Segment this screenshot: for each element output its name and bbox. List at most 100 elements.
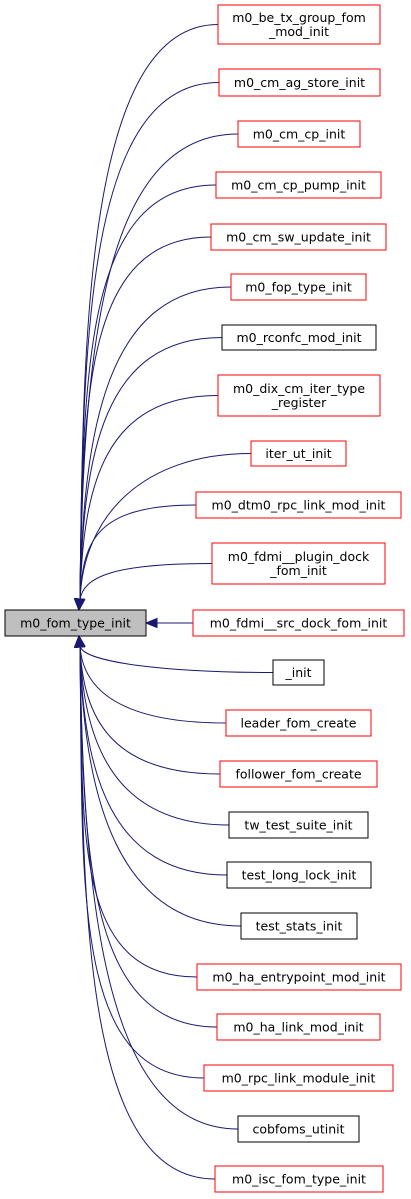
- node-m0-fop-type-init-box: [230, 273, 367, 301]
- node-m0-dtm0-rpc-link-mod-init[interactable]: m0_dtm0_rpc_link_mod_init: [195, 491, 402, 519]
- node-m0-ha-link-mod-init[interactable]: m0_ha_link_mod_init: [216, 1013, 381, 1041]
- nodes-layer: m0_fom_type_init m0_be_tx_group_fom_mod_i…: [4, 4, 405, 1193]
- node-m0-fdmi-src-dock-fom-init[interactable]: m0_fdmi__src_dock_fom_init: [192, 609, 405, 637]
- node-m0-ha-entrypoint-mod-init[interactable]: m0_ha_entrypoint_mod_init: [196, 963, 402, 991]
- node-m0-rpc-link-module-init-box: [203, 1064, 394, 1092]
- node-m0-ha-entrypoint-mod-init-label-line-1: m0_ha_entrypoint_mod_init: [212, 970, 385, 985]
- edge-iter-ut-init: [79, 453, 252, 601]
- edge-follower-fom-create: [79, 645, 221, 775]
- node-m0-isc-fom-type-init-box: [214, 1165, 384, 1193]
- node-m0-be-tx-group-fom-mod-init-label-line-2: _mod_init: [268, 24, 329, 39]
- edge-tw-test-suite-init: [79, 645, 230, 826]
- node-m0-dix-cm-iter-type-register-label-line-1: m0_dix_cm_iter_type: [233, 381, 365, 396]
- node-m0-rconfc-mod-init-label-line-1: m0_rconfc_mod_init: [237, 330, 362, 345]
- node-m0-ha-link-mod-init-label-line-1: m0_ha_link_mod_init: [233, 1020, 363, 1035]
- node-m0-rpc-link-module-init[interactable]: m0_rpc_link_module_init: [203, 1064, 394, 1092]
- arrowhead-m0-fdmi-plugin-dock-fom-init: [75, 597, 86, 612]
- node-m0-cm-ag-store-init-box: [218, 68, 381, 97]
- node-m0-fdmi-plugin-dock-fom-init-label-line-2: _fom_init: [269, 563, 327, 578]
- node-m0-cm-cp-pump-init[interactable]: m0_cm_cp_pump_init: [215, 171, 382, 199]
- node-m0-dix-cm-iter-type-register[interactable]: m0_dix_cm_iter_type_register: [217, 374, 381, 417]
- edge-init: [79, 645, 274, 673]
- node-m0-fdmi-src-dock-fom-init-box: [192, 609, 405, 637]
- edge-m0-cm-sw-update-init: [79, 236, 212, 601]
- edge-cobfoms-utinit: [79, 645, 239, 1130]
- node-cobfoms-utinit-box: [237, 1115, 360, 1143]
- arrowhead-m0-isc-fom-type-init: [73, 634, 85, 648]
- node-tw-test-suite-init[interactable]: tw_test_suite_init: [228, 811, 369, 839]
- node-m0-cm-sw-update-init[interactable]: m0_cm_sw_update_init: [210, 223, 387, 251]
- node-m0-ha-entrypoint-mod-init-box: [196, 963, 402, 991]
- node-leader-fom-create-box: [225, 709, 372, 737]
- node-test-stats-init[interactable]: test_stats_init: [240, 912, 358, 940]
- node-iter-ut-init[interactable]: iter_ut_init: [250, 440, 347, 467]
- edge-m0-fdmi-plugin-dock-fom-init: [79, 563, 213, 601]
- edge-m0-rpc-link-module-init: [79, 645, 205, 1079]
- node-test-stats-init-box: [240, 912, 358, 940]
- edge-m0-ha-entrypoint-mod-init: [79, 645, 198, 978]
- node-m0-fop-type-init-label-line-1: m0_fop_type_init: [245, 280, 352, 295]
- node-m0-be-tx-group-fom-mod-init-label-line-1: m0_be_tx_group_fom: [232, 10, 366, 25]
- node-root-m0-fom-type-init[interactable]: m0_fom_type_init: [4, 609, 147, 637]
- edge-m0-isc-fom-type-init: [79, 645, 216, 1180]
- node-m0-isc-fom-type-init[interactable]: m0_isc_fom_type_init: [214, 1165, 384, 1193]
- node-m0-dix-cm-iter-type-register-label-line-2: _register: [271, 395, 327, 410]
- node-m0-fdmi-src-dock-fom-init-label-line-1: m0_fdmi__src_dock_fom_init: [210, 616, 388, 631]
- node-m0-fdmi-plugin-dock-fom-init-label-line-1: m0_fdmi__plugin_dock: [228, 549, 370, 564]
- edge-m0-rconfc-mod-init: [79, 337, 223, 601]
- node-m0-rpc-link-module-init-label-line-1: m0_rpc_link_module_init: [222, 1071, 376, 1086]
- edge-m0-ha-link-mod-init: [79, 645, 218, 1028]
- node-m0-fdmi-plugin-dock-fom-init[interactable]: m0_fdmi__plugin_dock_fom_init: [211, 542, 386, 585]
- node-follower-fom-create[interactable]: follower_fom_create: [219, 760, 378, 788]
- node-tw-test-suite-init-label-line-1: tw_test_suite_init: [244, 818, 352, 833]
- edge-m0-dix-cm-iter-type-register: [79, 395, 219, 601]
- node-follower-fom-create-label-line-1: follower_fom_create: [235, 767, 361, 782]
- edge-m0-dtm0-rpc-link-mod-init: [79, 504, 197, 601]
- node-leader-fom-create-label-line-1: leader_fom_create: [241, 716, 357, 731]
- node-root-m0-fom-type-init-box: [4, 609, 147, 637]
- node-m0-cm-cp-init-box: [237, 120, 361, 148]
- node-m0-cm-cp-pump-init-box: [215, 171, 382, 199]
- edge-test-stats-init: [79, 645, 242, 927]
- edge-test-long-lock-init: [79, 645, 228, 876]
- node-m0-rconfc-mod-init-box: [221, 324, 377, 351]
- node-cobfoms-utinit-label-line-1: cobfoms_utinit: [252, 1122, 344, 1137]
- node-m0-cm-cp-pump-init-label-line-1: m0_cm_cp_pump_init: [231, 178, 366, 193]
- node-m0-dtm0-rpc-link-mod-init-label-line-1: m0_dtm0_rpc_link_mod_init: [212, 498, 386, 513]
- node-tw-test-suite-init-box: [228, 811, 369, 839]
- node-m0-cm-ag-store-init-label-line-1: m0_cm_ag_store_init: [234, 75, 365, 90]
- node-test-stats-init-label-line-1: test_stats_init: [256, 919, 343, 934]
- node-m0-isc-fom-type-init-label-line-1: m0_isc_fom_type_init: [232, 1172, 366, 1187]
- edges-layer: [73, 24, 274, 1180]
- node-m0-cm-cp-init-label-line-1: m0_cm_cp_init: [253, 127, 346, 142]
- edge-leader-fom-create: [79, 645, 227, 724]
- node-init[interactable]: _init: [272, 659, 325, 686]
- node-m0-dtm0-rpc-link-mod-init-box: [195, 491, 402, 519]
- node-m0-dix-cm-iter-type-register-box: [217, 374, 381, 417]
- edge-m0-cm-ag-store-init: [79, 82, 220, 601]
- node-follower-fom-create-box: [219, 760, 378, 788]
- node-test-long-lock-init-box: [226, 861, 372, 889]
- node-m0-cm-ag-store-init[interactable]: m0_cm_ag_store_init: [218, 68, 381, 97]
- node-m0-cm-sw-update-init-box: [210, 223, 387, 251]
- node-m0-ha-link-mod-init-box: [216, 1013, 381, 1041]
- node-m0-cm-cp-init[interactable]: m0_cm_cp_init: [237, 120, 361, 148]
- node-m0-fdmi-plugin-dock-fom-init-box: [211, 542, 386, 585]
- node-init-box: [272, 659, 325, 686]
- node-test-long-lock-init[interactable]: test_long_lock_init: [226, 861, 372, 889]
- node-cobfoms-utinit[interactable]: cobfoms_utinit: [237, 1115, 360, 1143]
- arrowhead-m0-fdmi-src-dock-fom-init: [144, 617, 158, 629]
- node-iter-ut-init-label-line-1: iter_ut_init: [265, 446, 331, 461]
- node-root-m0-fom-type-init-label-line-1: m0_fom_type_init: [20, 616, 131, 631]
- node-init-label-line-1: _init: [284, 665, 311, 680]
- node-m0-rconfc-mod-init[interactable]: m0_rconfc_mod_init: [221, 324, 377, 351]
- node-leader-fom-create[interactable]: leader_fom_create: [225, 709, 372, 737]
- edge-m0-cm-cp-init: [79, 133, 239, 601]
- node-m0-fop-type-init[interactable]: m0_fop_type_init: [230, 273, 367, 301]
- node-m0-cm-sw-update-init-label-line-1: m0_cm_sw_update_init: [226, 230, 371, 245]
- edge-m0-fop-type-init: [79, 286, 232, 601]
- node-m0-be-tx-group-fom-mod-init[interactable]: m0_be_tx_group_fom_mod_init: [217, 4, 381, 45]
- node-iter-ut-init-box: [250, 440, 347, 467]
- node-test-long-lock-init-label-line-1: test_long_lock_init: [242, 868, 357, 883]
